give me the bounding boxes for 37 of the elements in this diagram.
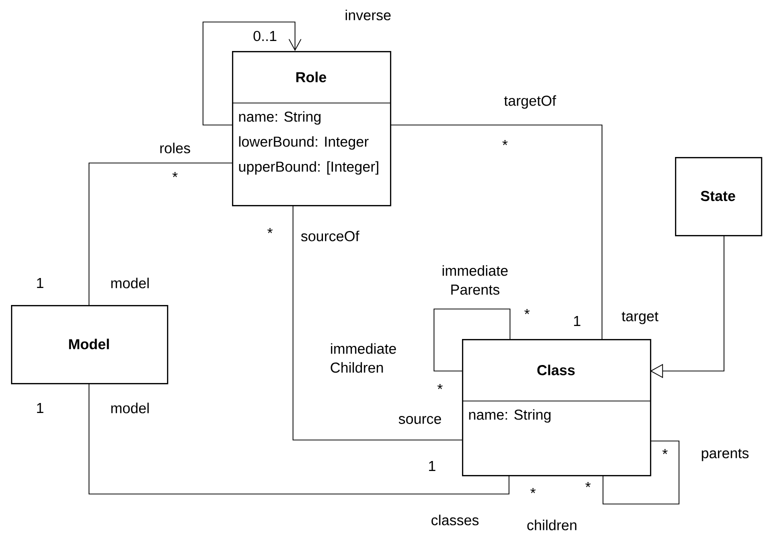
role-name: target <box>622 312 658 324</box>
connector <box>602 440 680 504</box>
multiplicity-label: 1 <box>37 278 44 288</box>
multiplicity-label: * <box>267 228 273 234</box>
multiplicity-label: * <box>662 449 668 454</box>
connector <box>202 22 302 126</box>
role-name: roles <box>160 142 190 154</box>
multiplicity-label: * <box>524 309 530 314</box>
role-name: classes <box>432 514 479 526</box>
multiplicity-label: 0..1 <box>254 30 276 42</box>
role-name: model <box>111 402 149 414</box>
multiplicity-label: * <box>172 172 178 178</box>
connector <box>434 308 510 372</box>
role-name: inverse <box>346 10 391 20</box>
class-box: Model <box>11 305 168 384</box>
multiplicity-label: 1 <box>574 316 580 326</box>
role-name: parents <box>702 448 749 462</box>
connector <box>650 234 724 378</box>
multiplicity-label: * <box>437 384 443 390</box>
role-name: targetOf <box>504 95 556 109</box>
role-name: sourceOf <box>301 230 360 242</box>
class-box: Class name: String <box>462 339 652 476</box>
multiplicity-label: 1 <box>37 403 44 413</box>
role-name: immediate Parents <box>442 265 508 295</box>
role-name: immediate Children <box>330 343 396 373</box>
multiplicity-label: * <box>585 482 591 488</box>
connector <box>390 124 602 340</box>
connector <box>292 204 462 440</box>
class-box: Role name: String lowerBound: Integer upperBound: [Integer] <box>232 51 392 206</box>
role-name: model <box>111 278 149 288</box>
connector <box>88 162 232 306</box>
class-box: State <box>675 157 762 236</box>
multiplicity-label: 1 <box>429 461 436 471</box>
multiplicity-label: * <box>502 140 508 146</box>
role-name: source <box>398 416 442 424</box>
connector <box>88 382 510 494</box>
role-name: children <box>527 520 576 530</box>
